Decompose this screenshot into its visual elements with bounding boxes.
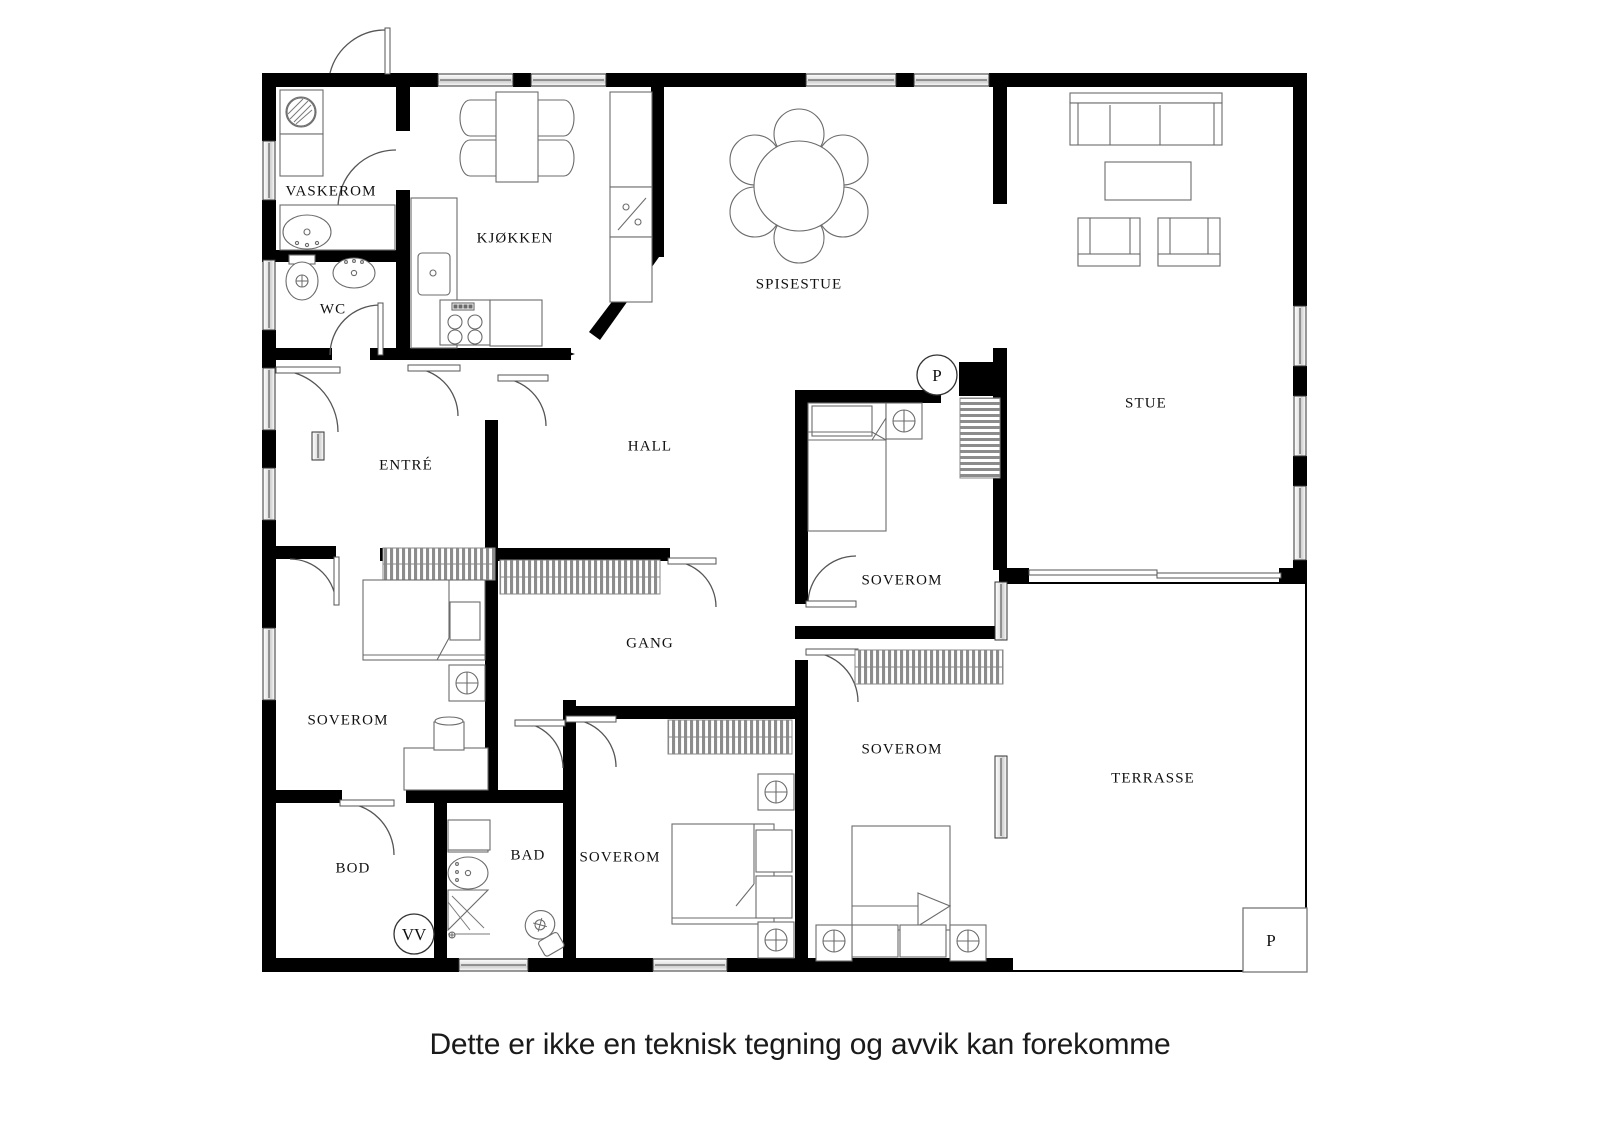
kitchen-counter-left (410, 197, 543, 349)
living-sofa (1069, 92, 1223, 146)
soverom1-dresser (403, 716, 489, 791)
soverom4-bed (671, 773, 795, 959)
bad-sink-icon (447, 819, 491, 890)
laundry-counter (279, 133, 324, 177)
room-label-soverom-3: SOVEROM (861, 741, 943, 758)
kitchen-counter-right (609, 91, 653, 303)
wc-toilet-icon (285, 254, 319, 301)
room-label-soverom-4: SOVEROM (579, 849, 661, 866)
wc-sink-icon (332, 257, 376, 289)
soverom2-nightstand (885, 402, 923, 440)
washing-machine-icon (279, 89, 324, 135)
room-label-kjokken: KJØKKEN (476, 230, 554, 247)
room-label-soverom-1: SOVEROM (307, 712, 389, 729)
coffee-table (1104, 161, 1192, 201)
markers-layer (393, 354, 1308, 973)
windows-layer (262, 73, 1307, 972)
bad-shower-icon (447, 889, 490, 939)
room-label-hall: HALL (627, 438, 673, 455)
soverom2-bed (807, 402, 887, 532)
bad-toilet-icon (524, 909, 565, 957)
soverom1-wardrobe (382, 547, 496, 581)
stove-icon (439, 299, 491, 346)
soverom1-bed (362, 579, 486, 661)
room-label-bod: BOD (335, 860, 371, 877)
room-label-bad: BAD (510, 847, 546, 864)
soverom2-radiator (959, 397, 1001, 479)
room-label-wc: WC (319, 301, 347, 318)
dining-round-table (729, 108, 869, 264)
kitchen-sink-icon (417, 252, 451, 296)
room-label-terrasse: TERRASSE (1111, 770, 1195, 787)
vv-marker-bod (393, 913, 435, 955)
room-label-soverom-2: SOVEROM (861, 572, 943, 589)
p-marker-terrasse (1242, 907, 1308, 973)
disclaimer-caption: Dette er ikke en teknisk tegning og avvi… (429, 1028, 1171, 1061)
soverom3-bed (815, 825, 987, 962)
p-label-terrasse: P (1266, 931, 1276, 950)
p-marker-soverom2 (916, 354, 958, 396)
gang-wardrobe (499, 559, 661, 595)
room-label-vaskerom: VASKEROM (285, 183, 377, 200)
soverom1-nightstand (448, 664, 486, 702)
p-label-soverom2: P (932, 366, 942, 385)
soverom3-wardrobe (854, 649, 1004, 685)
soverom4-wardrobe (667, 719, 793, 755)
room-label-stue: STUE (1125, 395, 1167, 412)
room-label-gang: GANG (626, 635, 674, 652)
vv-label-bod: VV (401, 925, 427, 944)
laundry-sink-icon (282, 214, 332, 250)
armchair-left (1077, 217, 1141, 267)
room-label-entre: ENTRÉ (379, 457, 433, 474)
room-label-spisestue: SPISESTUE (755, 276, 843, 293)
kitchen-dining-table (459, 91, 575, 183)
furniture-layer (279, 89, 1223, 962)
armchair-right (1157, 217, 1221, 267)
